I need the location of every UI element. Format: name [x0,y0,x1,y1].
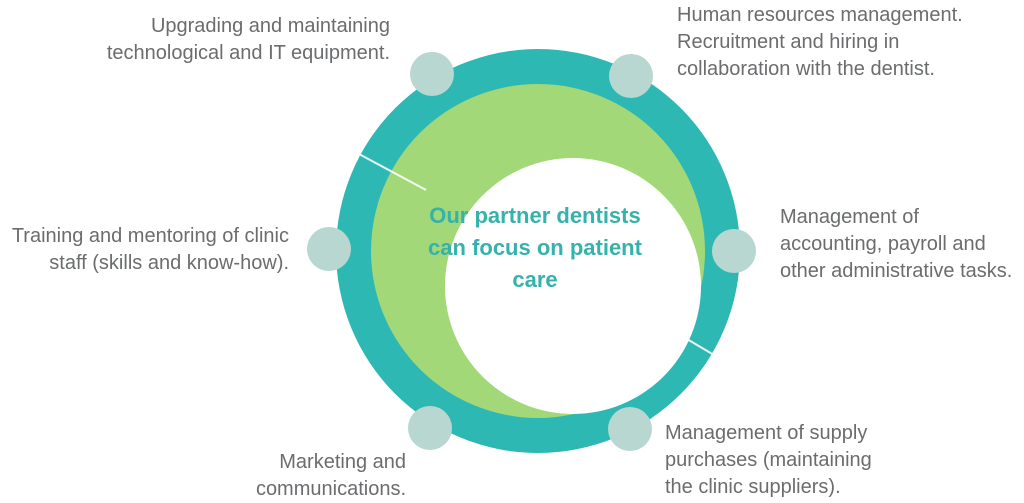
node-marker-marketing [408,406,452,450]
label-line: Marketing and [279,451,406,473]
outer-teal-ring [336,49,740,453]
node-marker-training [307,227,351,271]
label-marketing: Marketing and communications. [256,449,406,503]
label-line: Training and mentoring of clinic [11,225,289,247]
label-line: the clinic suppliers). [665,476,841,498]
label-line: Upgrading and maintaining [150,15,390,37]
label-line: collaboration with the dentist. [677,58,935,80]
label-line: other administrative tasks. [780,260,1013,282]
center-statement-line: Our partner dentists [429,203,641,228]
label-it-equipment: Upgrading and maintaining technological … [107,13,390,67]
center-statement-line: care [512,267,558,292]
label-line: technological and IT equipment. [106,42,390,64]
center-statement-line: can focus on patient [428,235,642,260]
label-line: accounting, payroll and [780,233,986,255]
label-line: purchases (maintaining [665,449,872,471]
node-marker-supply [608,407,652,451]
center-statement: Our partner dentists can focus on patien… [395,200,675,296]
white-core-circle [445,158,701,414]
node-marker-it-equipment [410,52,454,96]
label-accounting: Management of accounting, payroll and ot… [780,204,1012,285]
label-training: Training and mentoring of clinic staff (… [12,223,289,277]
label-line: Management of [780,206,919,228]
label-line: staff (skills and know-how). [49,252,289,274]
label-line: Management of supply [665,422,868,444]
label-line: communications. [255,478,406,500]
node-marker-human-resources [609,54,653,98]
label-supply: Management of supply purchases (maintain… [665,420,872,501]
label-human-resources: Human resources management. Recruitment … [677,2,963,83]
label-line: Recruitment and hiring in [677,31,900,53]
label-line: Human resources management. [677,4,963,26]
node-marker-accounting [712,229,756,273]
inner-green-ring [371,84,705,418]
